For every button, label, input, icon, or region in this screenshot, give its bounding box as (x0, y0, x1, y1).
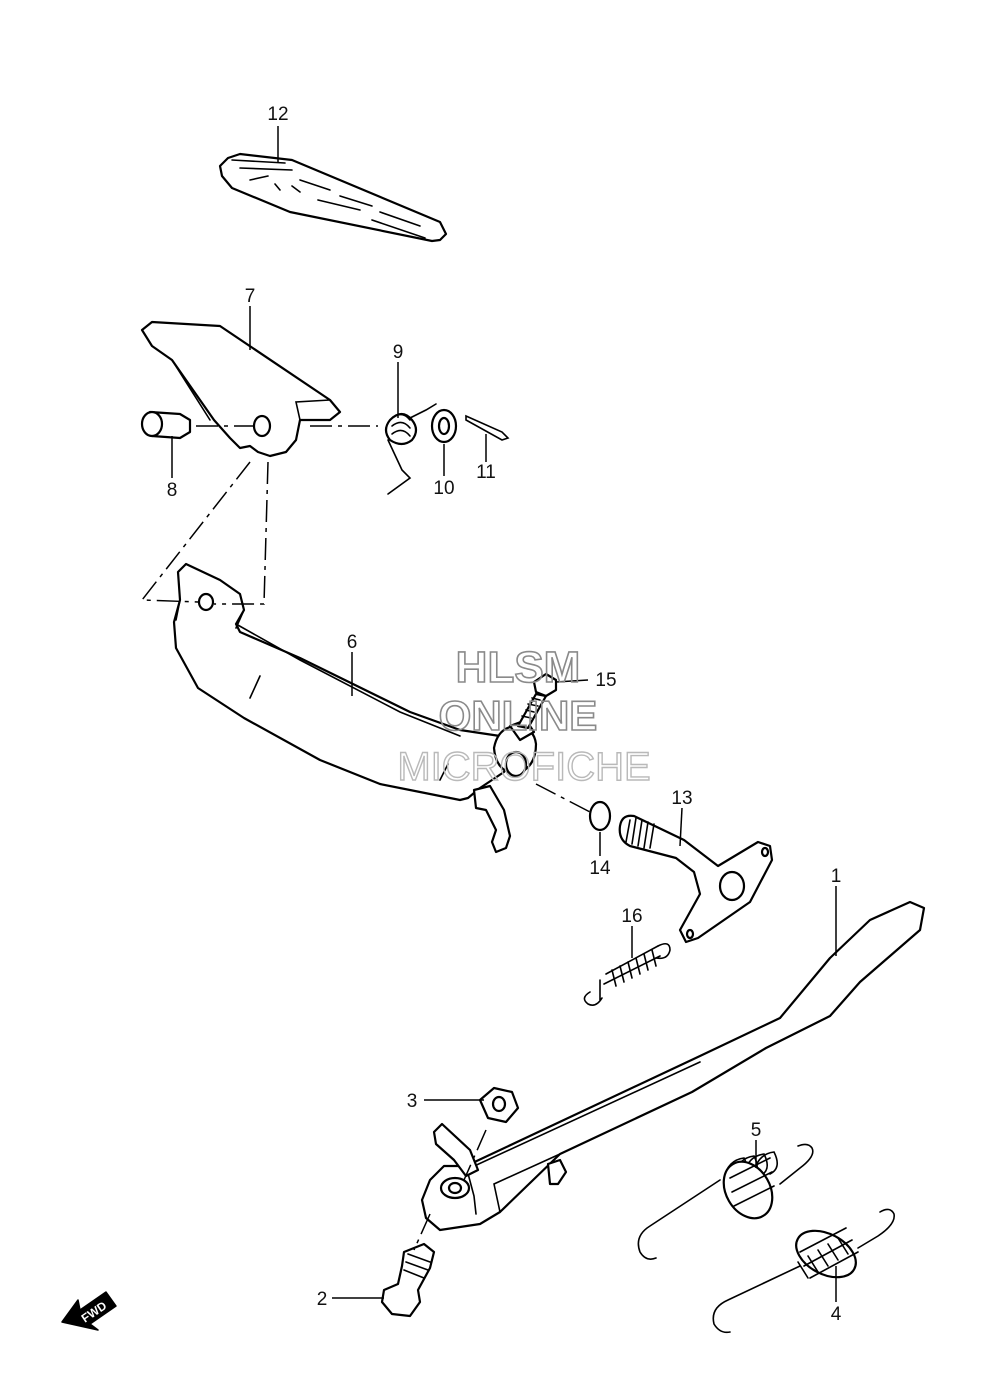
part-7-pedal-plate (140, 320, 342, 458)
callout-10: 10 (433, 478, 454, 499)
watermark: HLSM ONLINE MICROFICHE (397, 642, 652, 790)
callout-2: 2 (317, 1289, 328, 1310)
callout-15: 15 (595, 670, 616, 691)
callout-8: 8 (167, 480, 178, 501)
part-16-spring (583, 942, 671, 1006)
callout-7: 7 (245, 286, 256, 307)
part-5-spring (637, 1143, 814, 1260)
watermark-line-2: ONLINE (439, 692, 598, 739)
part-9-spring (384, 403, 437, 495)
part-12-footrest-rubber (218, 152, 448, 243)
callout-3: 3 (407, 1091, 418, 1112)
part-4-spring (712, 1208, 895, 1334)
part-10-washer (430, 408, 458, 444)
callout-4: 4 (831, 1304, 842, 1325)
watermark-line-3: MICROFICHE (397, 745, 650, 789)
callout-16: 16 (621, 906, 642, 927)
fwd-arrow-icon: FWD (61, 1291, 117, 1331)
part-1-side-stand (420, 900, 926, 1232)
callout-14: 14 (589, 858, 611, 879)
callout-6: 6 (347, 632, 358, 653)
callout-9: 9 (393, 342, 404, 363)
part-8-pin (140, 410, 192, 440)
leader-lines (171, 126, 837, 1302)
callout-13: 13 (671, 788, 692, 809)
part-2-bolt (380, 1242, 436, 1318)
callout-labels: 12 7 9 8 10 11 6 15 13 14 16 1 3 2 5 4 (167, 104, 842, 1325)
assembly-lines (140, 425, 591, 1251)
part-11-cotter-pin (465, 414, 510, 441)
callout-5: 5 (751, 1120, 762, 1141)
watermark-line-1: HLSM (456, 643, 581, 692)
part-14-o-ring (588, 800, 612, 832)
part-13-shaft (618, 814, 774, 944)
callout-11: 11 (476, 462, 496, 483)
part-15-bolt (516, 672, 558, 730)
part-3-nut (478, 1086, 520, 1124)
callout-1: 1 (831, 866, 842, 887)
callout-12: 12 (267, 104, 288, 125)
